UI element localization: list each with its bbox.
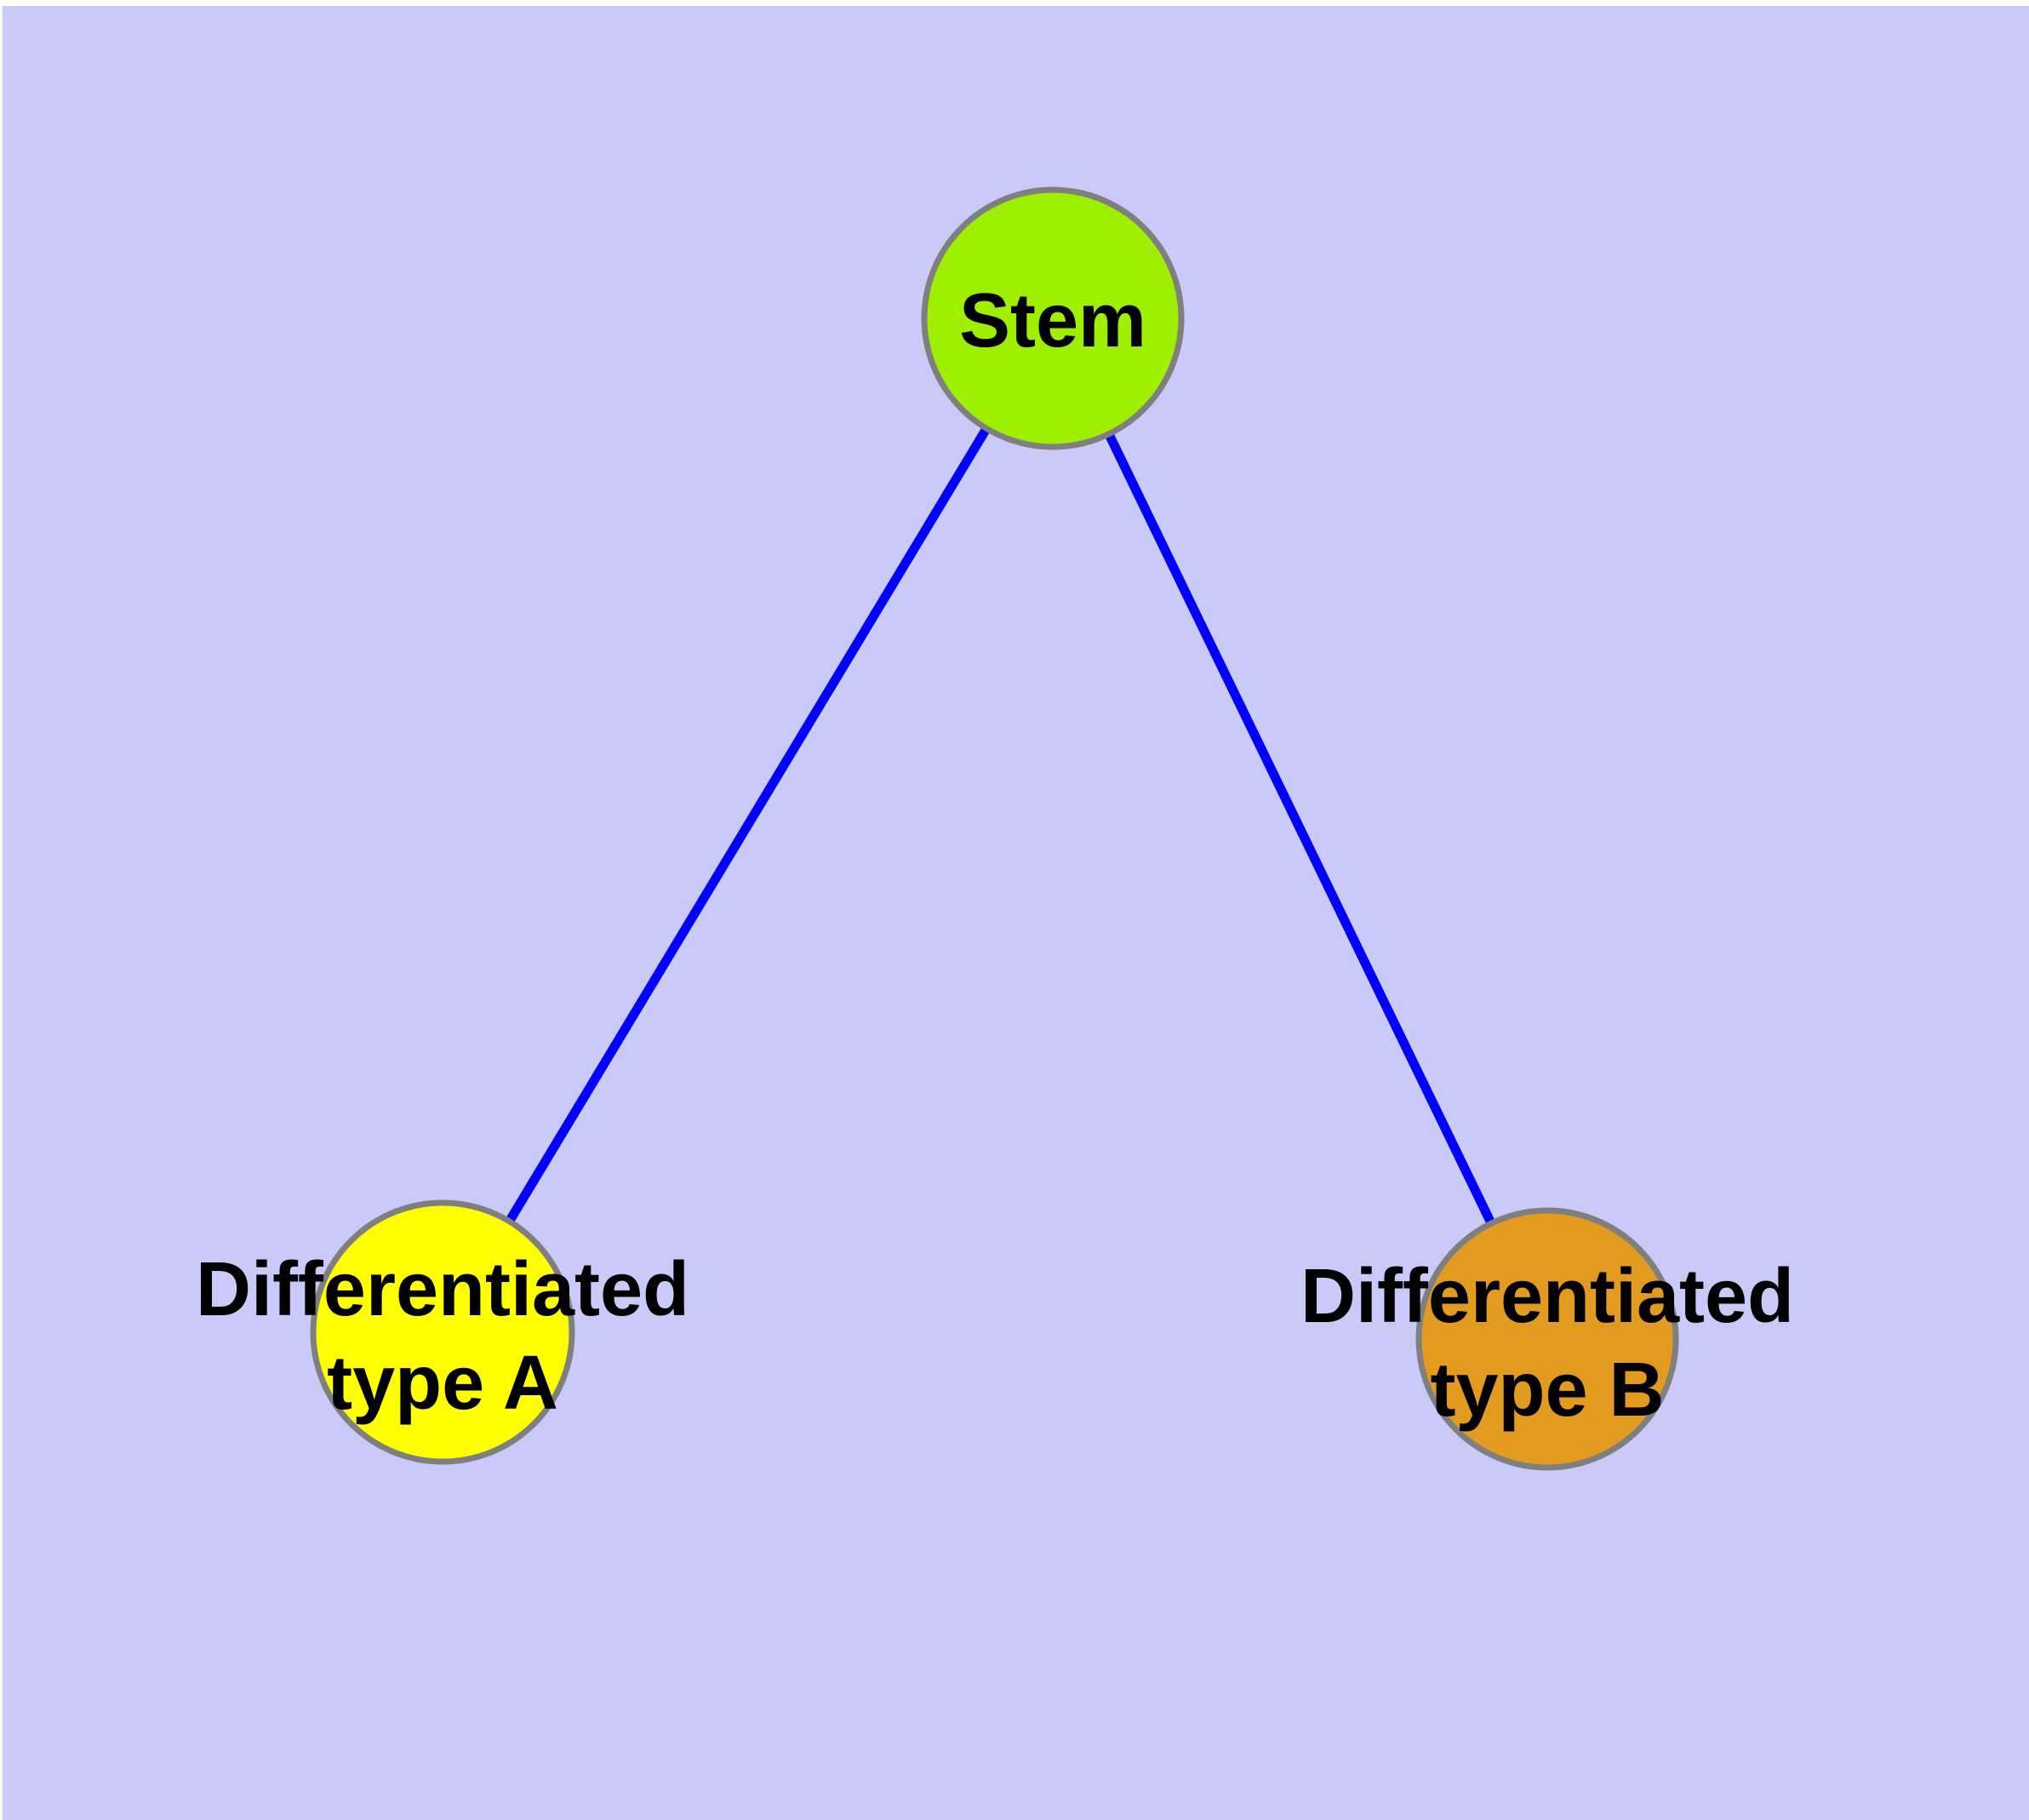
- edge-stem-to-type-b: [1049, 316, 1552, 1342]
- node-type-b-label-line1: Differentiated: [1300, 1254, 1794, 1339]
- node-stem-circle: [921, 186, 1185, 450]
- edge-stem-to-type-a: [438, 316, 1057, 1335]
- node-type-b-circle: [1415, 1207, 1679, 1471]
- node-type-b-label-line2: type B: [1430, 1348, 1664, 1433]
- node-type-a-circle: [310, 1199, 575, 1465]
- node-type-a-label-line1: Differentiated: [196, 1247, 689, 1332]
- node-type-a-label-line2: type A: [327, 1341, 558, 1426]
- node-stem-label: Stem: [959, 278, 1146, 363]
